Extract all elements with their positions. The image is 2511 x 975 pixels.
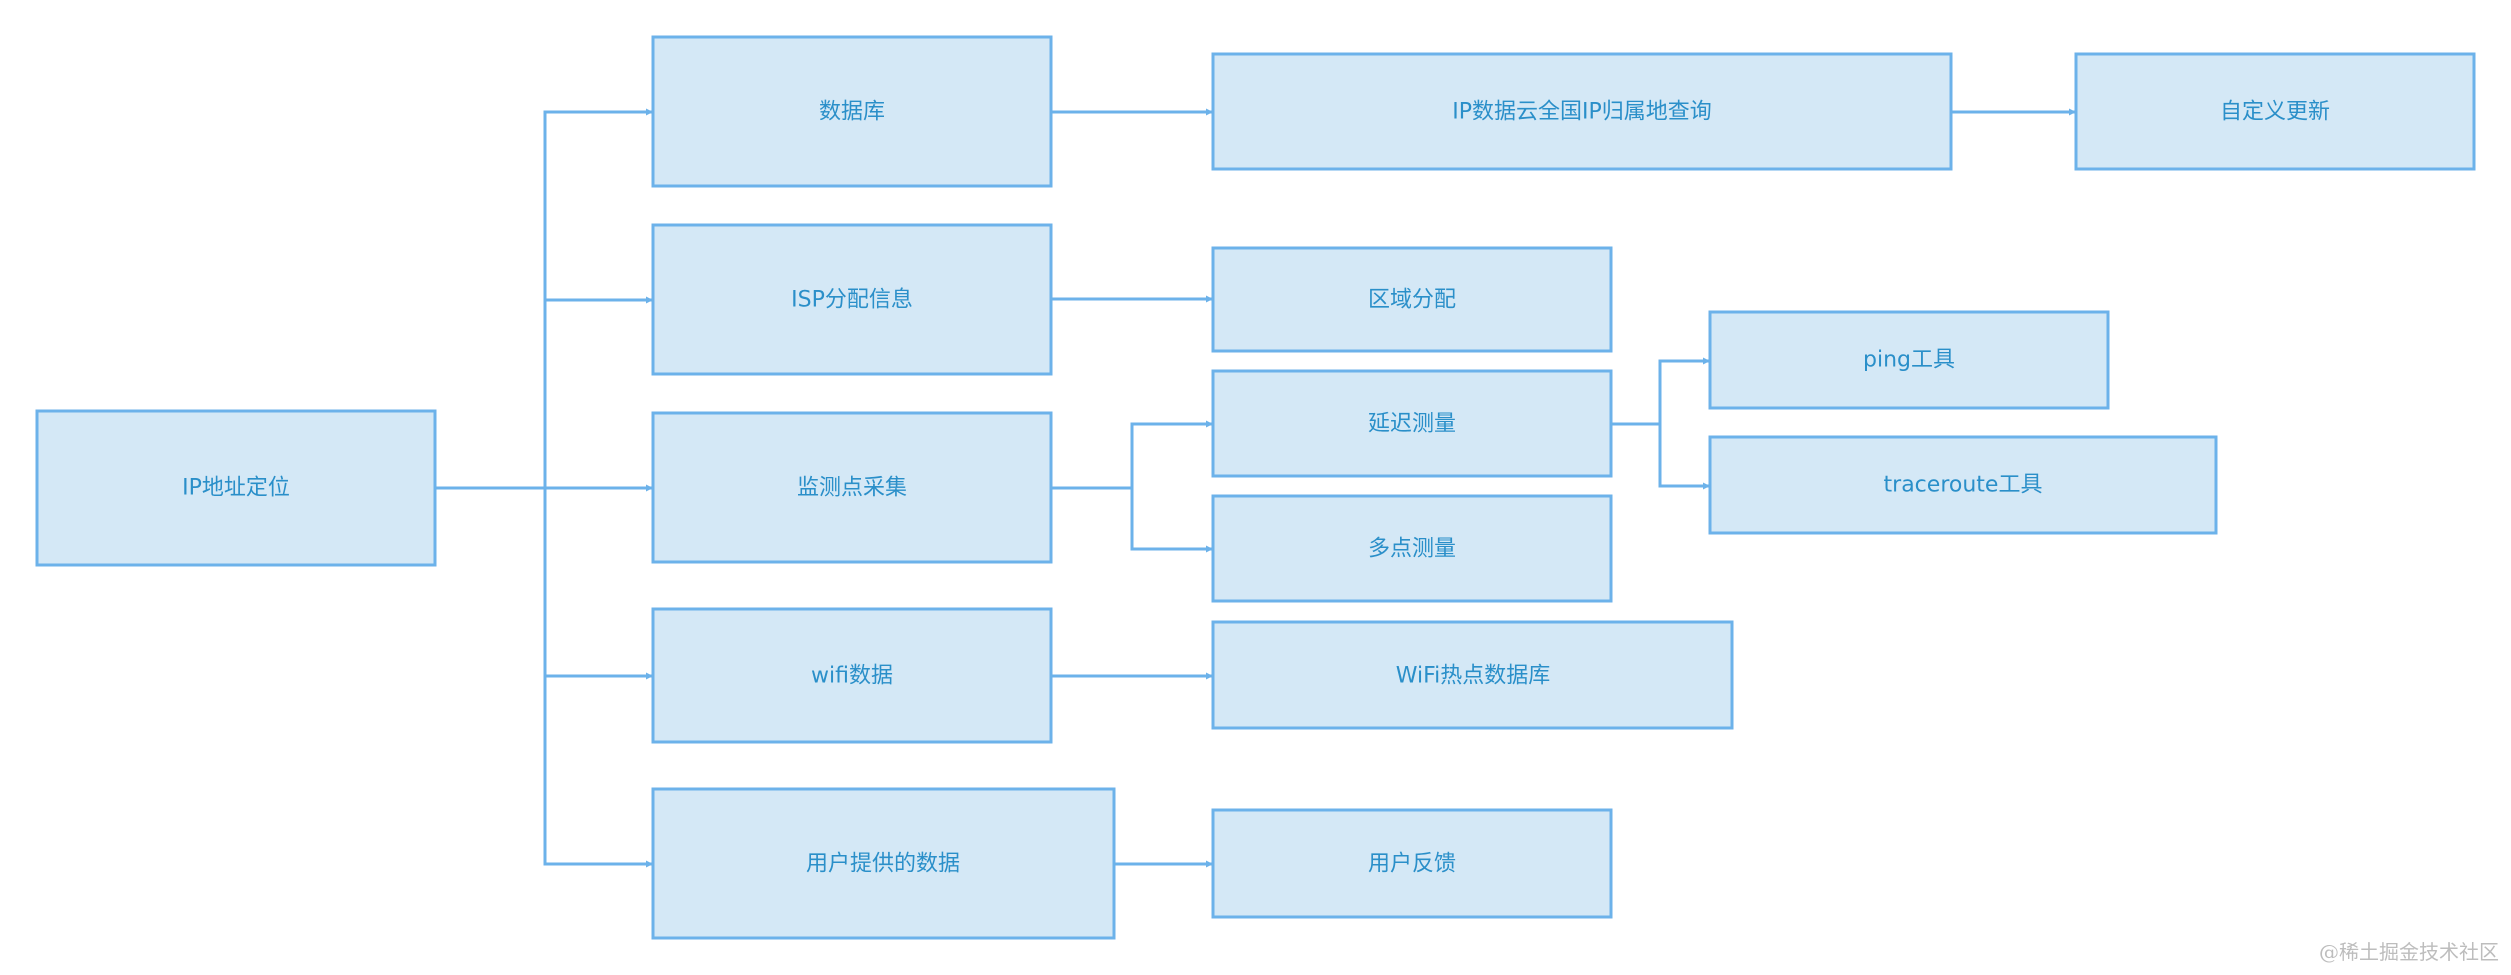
edges (435, 108, 2076, 868)
node-root-label: IP地址定位 (182, 476, 290, 501)
edge-latency-to-traceroute (1611, 422, 1710, 490)
node-wifi-data: wifi数据 (651, 607, 1053, 744)
edge-monitor-to-multipoint (1051, 486, 1213, 553)
node-latency-measure: 延迟测量 (1211, 369, 1613, 478)
node-user-data: 用户提供的数据 (651, 787, 1116, 940)
node-wifi-hotspot-db: WiFi热点数据库 (1211, 620, 1734, 730)
node-monitor-collect: 监测点采集 (651, 411, 1053, 564)
node-user-data-label: 用户提供的数据 (806, 852, 960, 877)
node-wifi-data-label: wifi数据 (811, 664, 893, 689)
node-root: IP地址定位 (35, 409, 437, 567)
node-traceroute-tool: traceroute工具 (1708, 435, 2218, 535)
node-traceroute-tool-label: traceroute工具 (1884, 473, 2043, 498)
node-wifi-hotspot-db-label: WiFi热点数据库 (1396, 664, 1551, 689)
node-region-alloc-label: 区域分配 (1368, 288, 1456, 313)
edge-root-to-isp-info (435, 296, 653, 490)
watermark: @稀土掘金技术社区 (2319, 940, 2499, 964)
edge-latency-to-ping (1611, 357, 1710, 426)
edge-monitor-to-latency (1051, 420, 1213, 490)
node-multipoint-measure-label: 多点测量 (1368, 537, 1456, 562)
node-region-alloc: 区域分配 (1211, 246, 1613, 353)
node-isp-info-label: ISP分配信息 (791, 288, 913, 313)
node-ip-cloud-query: IP数据云全国IP归属地查询 (1211, 52, 1953, 171)
node-custom-update: 自定义更新 (2074, 52, 2476, 171)
node-multipoint-measure: 多点测量 (1211, 494, 1613, 603)
node-ping-tool: ping工具 (1708, 310, 2110, 410)
node-database-label: 数据库 (819, 100, 885, 125)
node-user-feedback: 用户反馈 (1211, 808, 1613, 919)
node-isp-info: ISP分配信息 (651, 223, 1053, 376)
node-custom-update-label: 自定义更新 (2220, 100, 2330, 125)
node-database: 数据库 (651, 35, 1053, 188)
node-ping-tool-label: ping工具 (1863, 348, 1955, 373)
node-user-feedback-label: 用户反馈 (1368, 852, 1456, 877)
edge-root-to-user-data (435, 486, 653, 868)
node-monitor-collect-label: 监测点采集 (797, 476, 907, 501)
node-ip-cloud-query-label: IP数据云全国IP归属地查询 (1452, 100, 1712, 125)
node-latency-measure-label: 延迟测量 (1368, 412, 1456, 437)
